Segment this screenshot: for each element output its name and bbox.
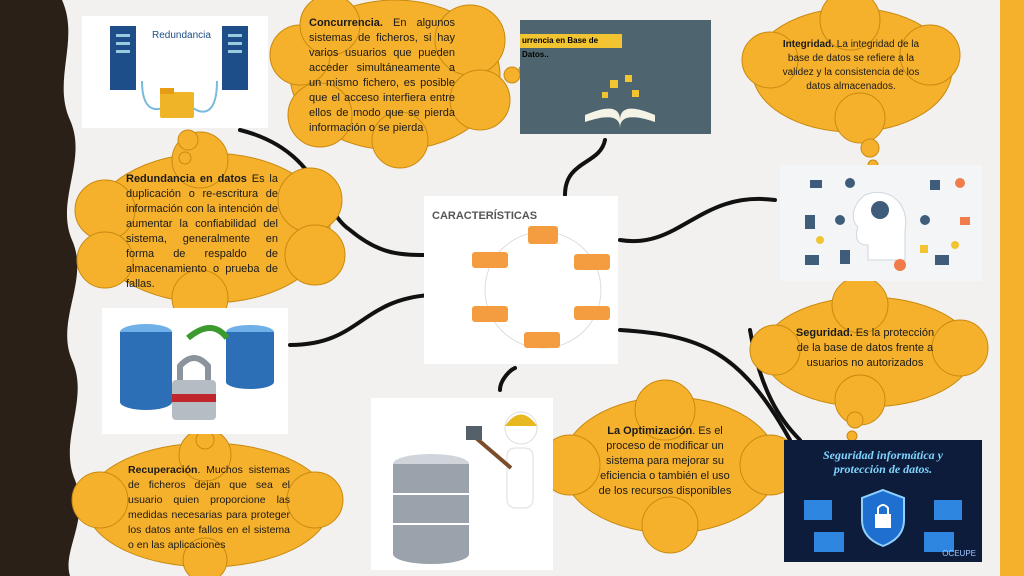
servers-icon: [110, 26, 248, 118]
concurrencia-image-label: urrencia en Base de Datos..: [520, 34, 622, 59]
integridad-text: Integridad. La integridad de la base de …: [782, 39, 920, 92]
concurrencia-image: urrencia en Base de Datos..: [520, 20, 711, 134]
database-lock-icon: [120, 324, 274, 420]
cycle-diagram: [472, 226, 610, 349]
integridad-title: Integridad.: [782, 39, 835, 50]
optimizacion-title: La Optimización: [607, 425, 693, 437]
redundancia-text: Redundancia en datos Es la duplicación o…: [126, 173, 278, 290]
seguridad-image: Seguridad informática y protección de da…: [784, 440, 982, 562]
redundancia-image-label: Redundancia: [152, 30, 211, 41]
integridad-image: [780, 165, 982, 281]
concurrencia-title: Concurrencia.: [309, 17, 383, 29]
shield-lock-icon: [804, 488, 962, 552]
head-icons-icon: [805, 178, 970, 271]
center-panel-title: CARACTERÍSTICAS: [432, 210, 538, 222]
recuperacion-image: [102, 308, 288, 434]
optimizacion-text: La Optimización. Es el proceso de modifi…: [598, 425, 732, 497]
seguridad-title: Seguridad.: [795, 327, 853, 339]
seguridad-image-title: Seguridad informática y protección de da…: [822, 448, 943, 476]
concurrencia-text: Concurrencia. En algunos sistemas de fic…: [309, 17, 455, 134]
redundancia-title: Redundancia en datos: [126, 173, 247, 185]
seguridad-image-credit: OCEUPE: [942, 549, 976, 558]
optimizacion-image: [371, 398, 553, 570]
recuperacion-title: Recuperación: [128, 464, 198, 476]
recuperacion-text: Recuperación. Muchos sistemas de fichero…: [128, 464, 290, 551]
worker-database-icon: [393, 411, 538, 564]
redundancia-image: Redundancia: [82, 16, 268, 128]
seguridad-text: Seguridad. Es la protección de la base d…: [795, 327, 935, 369]
caracteristicas-panel: CARACTERÍSTICAS: [424, 196, 618, 364]
open-book-icon: [585, 75, 655, 128]
